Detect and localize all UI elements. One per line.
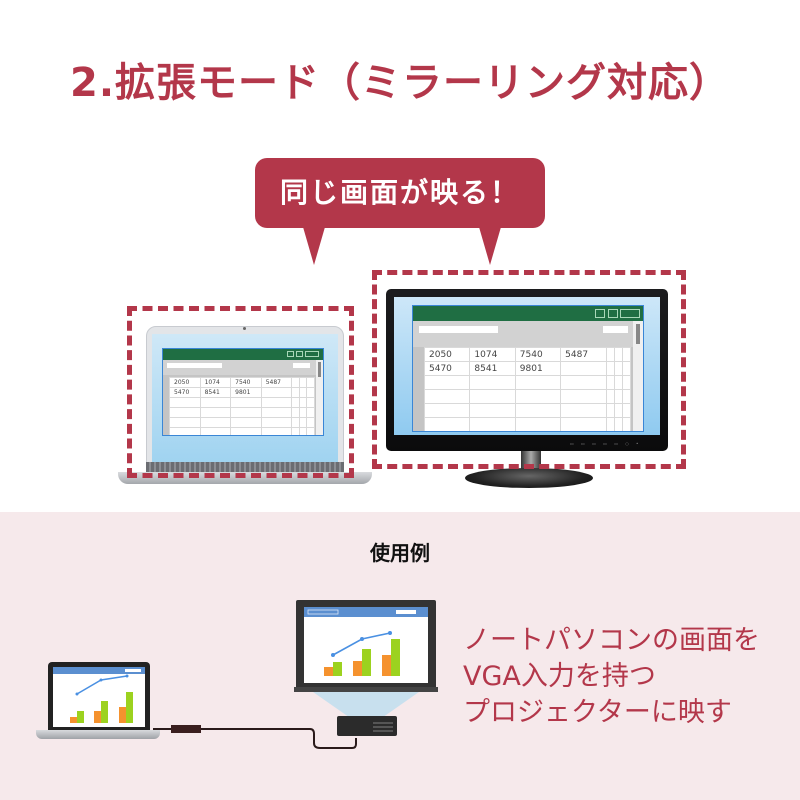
usage-description: ノートパソコンの画面を VGA入力を持つ プロジェクターに映す xyxy=(463,625,760,728)
maximize-icon xyxy=(608,309,618,318)
close-icon xyxy=(620,309,640,318)
monitor-buttons: ▭ ▭ ▭ ▭ ▭ ○ • xyxy=(570,441,642,446)
small-laptop-base xyxy=(36,730,160,739)
table-cell xyxy=(621,417,632,431)
projector-body xyxy=(337,716,397,736)
page-title: 2.拡張モード（ミラーリング対応） xyxy=(69,60,731,106)
adapter-icon xyxy=(171,725,201,733)
laptop-keyboard xyxy=(146,462,344,474)
chart-line-icon xyxy=(70,674,133,723)
monitor-highlight-frame xyxy=(372,270,686,469)
formula-field xyxy=(419,326,498,333)
maximize-icon xyxy=(296,351,303,357)
name-field xyxy=(293,363,310,368)
formula-field xyxy=(167,363,222,368)
bubble-tail-left xyxy=(303,227,325,265)
vga-cable xyxy=(153,725,357,749)
spreadsheet-titlebar xyxy=(163,349,323,360)
laptop-highlight-frame xyxy=(127,306,354,478)
table-row xyxy=(423,403,632,418)
minimize-icon xyxy=(287,351,294,357)
spreadsheet-titlebar xyxy=(413,306,643,321)
usage-heading: 使用例 xyxy=(370,541,430,565)
table-row xyxy=(423,417,632,431)
scrollbar xyxy=(633,321,643,431)
projection-chart-screen xyxy=(304,607,428,683)
name-field xyxy=(603,326,628,333)
chart-titlebar xyxy=(53,667,145,674)
laptop-camera xyxy=(243,327,246,330)
table-row xyxy=(169,407,315,418)
table-cell xyxy=(306,427,315,435)
speech-bubble: 同じ画面が映る！ xyxy=(255,158,545,228)
table-row xyxy=(169,427,315,435)
spreadsheet-toolbar xyxy=(163,360,323,375)
minimize-icon xyxy=(595,309,605,318)
monitor-stand xyxy=(465,468,593,488)
spreadsheet-toolbar xyxy=(413,321,643,347)
small-laptop-chart-screen xyxy=(53,667,145,727)
chart-bars-icon xyxy=(304,607,428,676)
table-cell xyxy=(260,427,293,435)
scrollbar xyxy=(316,360,323,435)
scrollbar-thumb xyxy=(318,362,321,377)
close-icon xyxy=(305,351,319,357)
bubble-tail-right xyxy=(479,227,501,265)
scrollbar-thumb xyxy=(636,324,640,344)
projection-screen-bar xyxy=(294,687,438,692)
